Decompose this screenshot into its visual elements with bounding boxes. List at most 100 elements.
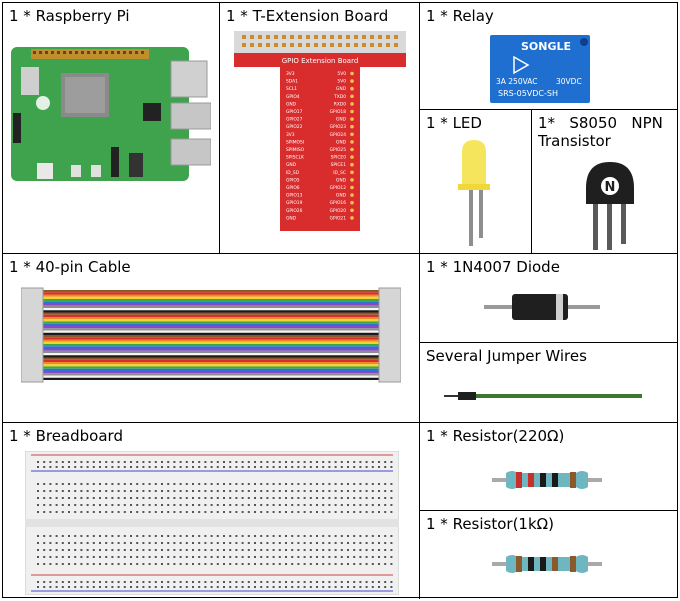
breadboard-hole bbox=[111, 586, 114, 588]
breadboard-hole bbox=[334, 586, 337, 588]
breadboard-hole bbox=[43, 581, 46, 583]
breadboard-hole bbox=[309, 511, 312, 513]
breadboard-hole bbox=[43, 490, 46, 492]
breadboard-hole bbox=[378, 497, 380, 499]
breadboard-hole bbox=[260, 542, 263, 544]
breadboard-hole bbox=[130, 535, 132, 537]
breadboard-hole bbox=[61, 586, 64, 588]
board-pin-label-left: GPIO13 bbox=[286, 193, 303, 199]
breadboard-hole bbox=[74, 483, 77, 485]
breadboard-hole bbox=[142, 581, 145, 583]
breadboard-hole bbox=[316, 549, 318, 551]
breadboard-hole bbox=[291, 490, 294, 492]
breadboard-hole bbox=[223, 586, 225, 588]
breadboard-hole bbox=[198, 563, 201, 565]
breadboard-hole bbox=[371, 466, 374, 468]
breadboard-hole bbox=[378, 586, 380, 588]
breadboard-hole bbox=[161, 497, 163, 499]
breadboard-hole bbox=[99, 490, 101, 492]
breadboard-hole bbox=[148, 535, 151, 537]
breadboard-hole bbox=[74, 461, 77, 463]
breadboard-hole bbox=[210, 511, 213, 513]
breadboard-hole bbox=[328, 549, 331, 551]
breadboard-hole bbox=[179, 586, 182, 588]
breadboard-hole bbox=[378, 542, 380, 544]
header-pin bbox=[306, 43, 310, 47]
breadboard-hole bbox=[61, 466, 64, 468]
breadboard-hole bbox=[136, 497, 139, 499]
breadboard-hole bbox=[111, 542, 114, 544]
breadboard-hole bbox=[285, 556, 287, 558]
breadboard-hole bbox=[111, 556, 114, 558]
breadboard-hole bbox=[285, 535, 287, 537]
breadboard-hole bbox=[68, 466, 70, 468]
board-pin-hole bbox=[350, 178, 354, 182]
ribbon-wire bbox=[41, 375, 381, 378]
breadboard-hole bbox=[235, 581, 238, 583]
breadboard-hole bbox=[154, 535, 157, 537]
breadboard-hole bbox=[179, 563, 182, 565]
breadboard-hole bbox=[347, 581, 349, 583]
breadboard-hole bbox=[167, 563, 170, 565]
breadboard-hole bbox=[365, 586, 368, 588]
diode-image bbox=[484, 294, 600, 320]
header-pin bbox=[354, 43, 358, 47]
breadboard-hole bbox=[241, 549, 244, 551]
breadboard-hole bbox=[161, 466, 163, 468]
breadboard-hole bbox=[142, 549, 145, 551]
label-raspberry-pi: 1 * Raspberry Pi bbox=[9, 7, 130, 25]
breadboard-hole bbox=[61, 483, 64, 485]
breadboard-hole bbox=[365, 483, 368, 485]
breadboard-hole bbox=[266, 504, 269, 506]
breadboard-hole bbox=[173, 556, 176, 558]
breadboard-hole bbox=[198, 586, 201, 588]
breadboard-hole bbox=[92, 490, 95, 492]
breadboard-hole bbox=[37, 497, 39, 499]
breadboard-hole bbox=[99, 563, 101, 565]
ribbon-wire bbox=[41, 368, 381, 371]
breadboard-hole bbox=[223, 466, 225, 468]
breadboard-hole bbox=[359, 497, 362, 499]
breadboard-hole bbox=[74, 586, 77, 588]
breadboard-hole bbox=[347, 490, 349, 492]
relay-brand: SONGLE bbox=[521, 40, 571, 53]
breadboard-hole bbox=[303, 581, 306, 583]
breadboard-hole bbox=[278, 563, 281, 565]
header-pin bbox=[346, 43, 350, 47]
breadboard-hole bbox=[334, 461, 337, 463]
breadboard-hole bbox=[390, 542, 393, 544]
breadboard-hole bbox=[328, 511, 331, 513]
breadboard-hole bbox=[173, 563, 176, 565]
breadboard-hole bbox=[266, 497, 269, 499]
breadboard-hole bbox=[278, 556, 281, 558]
breadboard-hole bbox=[291, 563, 294, 565]
breadboard-hole bbox=[303, 504, 306, 506]
breadboard-hole bbox=[328, 461, 331, 463]
breadboard-hole bbox=[86, 483, 89, 485]
breadboard-hole bbox=[384, 483, 387, 485]
breadboard-hole bbox=[204, 556, 207, 558]
header-pin bbox=[258, 43, 262, 47]
breadboard-hole bbox=[254, 466, 256, 468]
board-pin-hole bbox=[350, 140, 354, 144]
header-pin bbox=[298, 35, 302, 39]
breadboard-hole bbox=[123, 504, 126, 506]
ribbon-wire bbox=[41, 373, 381, 376]
breadboard-hole bbox=[241, 504, 244, 506]
breadboard-hole bbox=[173, 490, 176, 492]
breadboard-hole bbox=[365, 490, 368, 492]
breadboard-hole bbox=[210, 556, 213, 558]
breadboard-hole bbox=[347, 461, 349, 463]
label-transistor: 1* S8050 NPN Transistor bbox=[538, 114, 663, 150]
breadboard-hole bbox=[371, 549, 374, 551]
header-pin bbox=[282, 43, 286, 47]
ribbon-wire bbox=[41, 332, 381, 335]
breadboard-hole bbox=[334, 535, 337, 537]
breadboard-hole bbox=[235, 586, 238, 588]
breadboard-hole bbox=[365, 466, 368, 468]
breadboard-hole bbox=[86, 490, 89, 492]
breadboard-hole bbox=[285, 542, 287, 544]
breadboard-hole bbox=[117, 586, 120, 588]
breadboard-hole bbox=[192, 497, 194, 499]
header-pin bbox=[266, 43, 270, 47]
